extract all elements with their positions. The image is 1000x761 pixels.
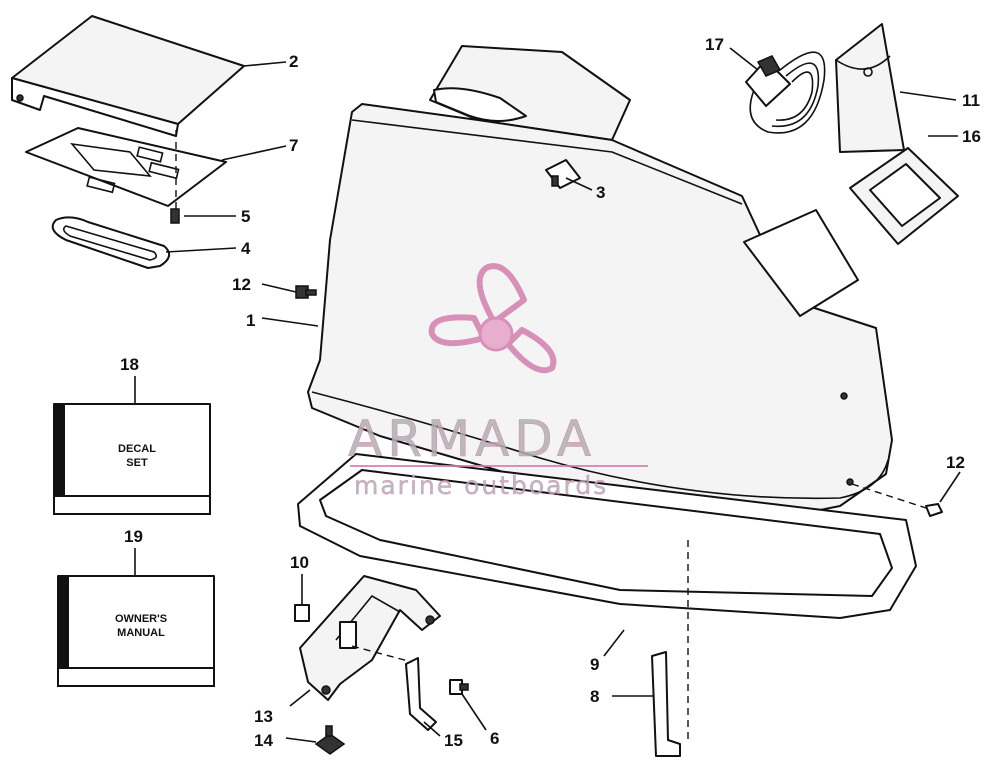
part-2-top-cover xyxy=(11,15,245,137)
watermark: ARMADA marine outboards xyxy=(348,263,648,500)
part-7-gasket xyxy=(25,127,227,207)
part-16-window-seal xyxy=(849,147,959,245)
watermark-tagline: marine outboards xyxy=(354,471,608,500)
propeller-logo-icon xyxy=(428,263,557,374)
callout-1: 1 xyxy=(246,311,255,330)
callout-19: 19 xyxy=(124,527,143,546)
part-12-screw-right xyxy=(925,503,943,517)
callout-14: 14 xyxy=(254,731,273,750)
callout-11: 11 xyxy=(962,91,980,110)
part-4-grommet xyxy=(51,216,171,269)
part-6-bolt xyxy=(449,679,469,695)
callout-18: 18 xyxy=(120,355,139,374)
part-9-seal-frame xyxy=(297,453,917,619)
callout-6: 6 xyxy=(490,729,499,748)
leader-lines xyxy=(134,47,961,743)
part-11-pouch xyxy=(835,23,905,153)
part-10-nut xyxy=(294,604,310,622)
callout-5: 5 xyxy=(241,207,250,226)
manual-label-line2: MANUAL xyxy=(117,627,165,639)
owners-manual-box: OWNER'S MANUAL xyxy=(57,575,215,687)
part-15-clip-bracket xyxy=(405,657,437,731)
watermark-brand: ARMADA xyxy=(348,410,596,468)
part-1-motor-hood xyxy=(307,45,893,523)
part-8-latch-bar xyxy=(651,651,681,757)
callout-12-right: 12 xyxy=(946,453,965,472)
callout-3: 3 xyxy=(596,183,605,202)
part-14-fastener xyxy=(314,725,346,755)
assembly-lines xyxy=(175,130,927,740)
decal-label-line2: SET xyxy=(126,457,148,469)
part-13-bracket xyxy=(299,575,441,701)
callout-10: 10 xyxy=(290,553,309,572)
callout-13: 13 xyxy=(254,707,273,726)
manual-label-line1: OWNER'S xyxy=(115,613,167,625)
callout-4: 4 xyxy=(241,239,251,258)
callout-2: 2 xyxy=(289,52,298,71)
decal-set-box: DECAL SET xyxy=(53,403,211,515)
callout-15: 15 xyxy=(444,731,463,750)
callout-12-left: 12 xyxy=(232,275,251,294)
callout-8: 8 xyxy=(590,687,599,706)
callout-numbers: 1 2 3 4 5 6 7 8 9 10 11 12 12 13 14 16 1… xyxy=(120,35,981,750)
callout-17: 17 xyxy=(705,35,724,54)
callout-16: 16 xyxy=(962,127,981,146)
part-5-screw xyxy=(170,208,180,224)
decal-label-line1: DECAL xyxy=(118,443,156,455)
callout-9: 9 xyxy=(590,655,599,674)
callout-7: 7 xyxy=(289,136,298,155)
part-17-coiled-cable xyxy=(745,51,826,134)
part-12-screw-left xyxy=(295,285,317,299)
